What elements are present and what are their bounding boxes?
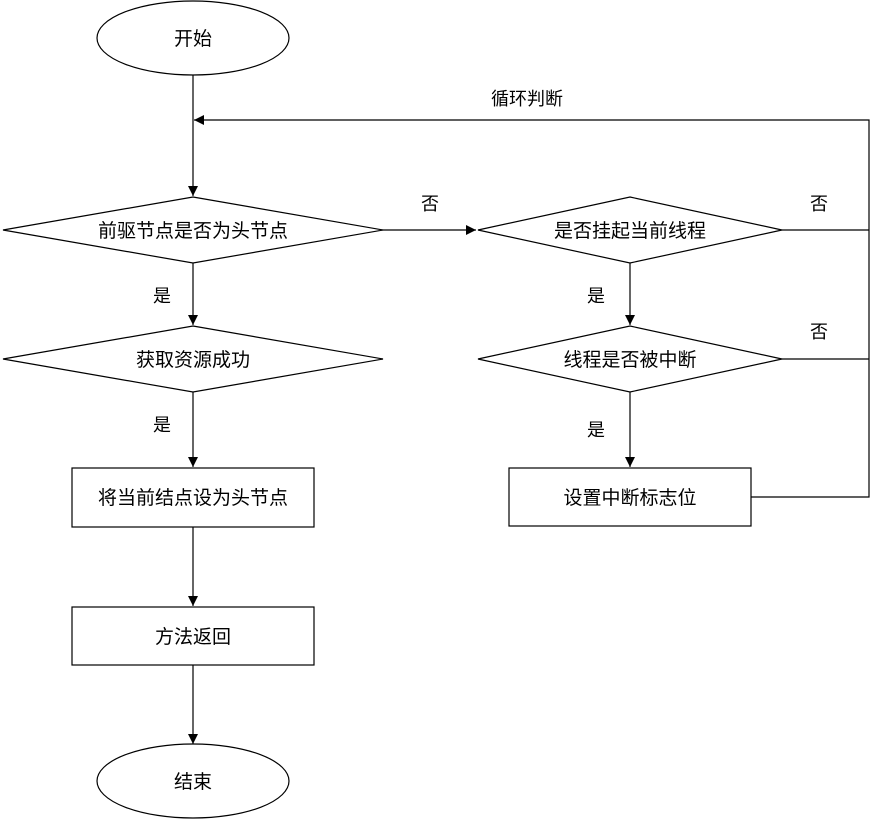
loop-label: 循环判断 — [491, 89, 563, 110]
edge-loop-back — [194, 115, 870, 498]
return-label: 方法返回 — [155, 626, 231, 648]
end-node: 结束 — [96, 743, 290, 819]
no-label-is-head: 否 — [421, 194, 439, 215]
set-flag-label: 设置中断标志位 — [563, 487, 696, 509]
interrupted-label: 线程是否被中断 — [563, 349, 696, 371]
is-head-label: 前驱节点是否为头节点 — [98, 220, 288, 242]
return-process: 方法返回 — [71, 606, 315, 666]
is-head-decision: 前驱节点是否为头节点 — [2, 196, 384, 264]
set-flag-process: 设置中断标志位 — [508, 467, 752, 527]
should-park-label: 是否挂起当前线程 — [554, 220, 706, 242]
return-box — [71, 606, 315, 666]
yes-label-acquire: 是 — [153, 415, 171, 436]
acquire-decision: 获取资源成功 — [2, 325, 384, 393]
interrupted-decision: 线程是否被中断 — [477, 325, 783, 393]
should-park-decision: 是否挂起当前线程 — [477, 196, 783, 264]
end-label: 结束 — [174, 771, 212, 793]
start-node: 开始 — [96, 0, 290, 76]
no-label-interrupted: 否 — [810, 322, 828, 343]
yes-label-should-park: 是 — [587, 286, 605, 307]
end-terminator — [96, 743, 290, 819]
set-head-label: 将当前结点设为头节点 — [98, 487, 288, 509]
set-head-process: 将当前结点设为头节点 — [71, 467, 315, 528]
yes-label-interrupted: 是 — [587, 420, 605, 441]
no-label-should-park: 否 — [810, 194, 828, 215]
start-label: 开始 — [174, 28, 212, 50]
yes-label-is-head: 是 — [153, 286, 171, 307]
acquire-label: 获取资源成功 — [136, 349, 250, 371]
set-flag-box — [508, 467, 752, 527]
set-head-box — [71, 467, 315, 528]
